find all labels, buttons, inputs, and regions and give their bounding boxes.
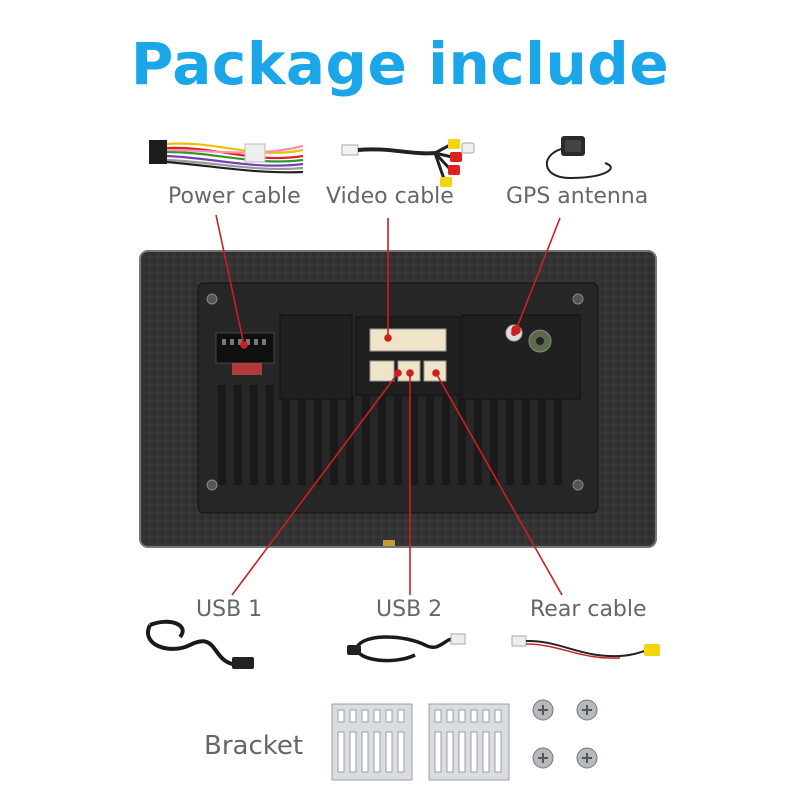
bracket-image-1 — [330, 702, 415, 782]
usb2-label: USB 2 — [376, 597, 443, 622]
usb2-cable-image — [345, 625, 475, 670]
power-cable-image — [145, 130, 305, 180]
wire-harness-icon — [149, 140, 304, 174]
usb-cable-icon — [347, 633, 466, 663]
usb-cable-icon — [146, 619, 254, 669]
page-title: Package include — [130, 30, 670, 98]
power-cable-label: Power cable — [168, 184, 301, 209]
usb1-cable-image — [140, 615, 260, 675]
mounting-bracket-icon — [428, 703, 510, 781]
rca-cable-icon — [341, 139, 475, 187]
usb1-label: USB 1 — [196, 597, 263, 622]
bracket-label: Bracket — [204, 731, 304, 761]
mounting-bracket-icon — [331, 703, 413, 781]
rca-cable-icon — [511, 635, 660, 659]
gps-antenna-image — [535, 128, 635, 183]
gps-antenna-icon — [545, 136, 612, 180]
gps-antenna-label: GPS antenna — [506, 184, 649, 209]
head-unit-back-panel — [138, 245, 658, 550]
rear-cable-label: Rear cable — [530, 597, 647, 622]
video-cable-label: Video cable — [326, 184, 454, 209]
rear-cable-image — [510, 630, 670, 675]
screws-image — [525, 692, 615, 782]
screw-icon — [532, 699, 598, 769]
bracket-image-2 — [427, 702, 512, 782]
video-cable-image — [340, 135, 480, 190]
